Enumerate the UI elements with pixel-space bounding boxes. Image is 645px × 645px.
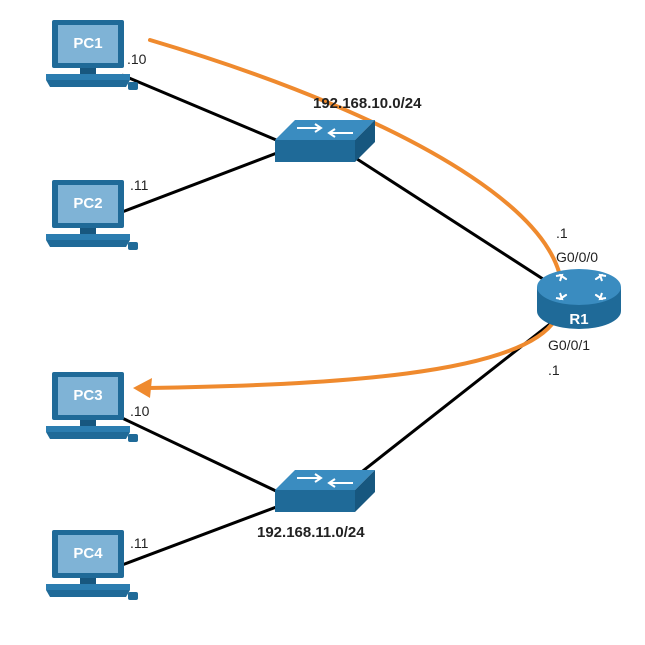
pc-name: PC1 [73,35,102,52]
link-switch1-r1 [339,146,561,292]
pc4-ip: .11 [130,535,149,551]
pc2[interactable]: PC2 [46,180,138,250]
desktop-computer-icon [46,372,138,442]
pc3-ip: .10 [130,403,150,419]
pc2-ip: .11 [130,177,149,193]
router-icon [537,269,621,329]
pc1[interactable]: PC1 [46,20,138,90]
r1-ip-bottom: .1 [548,362,560,378]
network-links [121,73,561,567]
link-pc3-switch2 [121,416,296,502]
pc1-ip: .10 [127,51,147,67]
pc3[interactable]: PC3 [46,372,138,442]
desktop-computer-icon [46,20,138,90]
switch-bottom[interactable] [274,469,376,513]
pc-name: PC4 [73,545,103,562]
pc-name: PC3 [73,387,102,404]
r1-if-bottom: G0/0/1 [548,337,590,353]
switch-icon [274,469,376,513]
router-name: R1 [569,311,588,328]
switch-top[interactable] [274,119,376,163]
traffic-flow-arrow [133,38,564,398]
pc4[interactable]: PC4 [46,530,138,600]
desktop-computer-icon [46,180,138,250]
switch-icon [274,119,376,163]
network-label-bottom: 192.168.11.0/24 [257,524,365,541]
router-r1[interactable]: R1 [537,269,621,329]
r1-ip-top: .1 [556,225,568,241]
link-pc1-switch1 [121,73,301,152]
r1-if-top: G0/0/0 [556,249,598,265]
network-label-top: 192.168.10.0/24 [313,95,422,112]
link-pc2-switch1 [121,146,291,214]
pc-name: PC2 [73,195,102,212]
link-pc4-switch2 [121,498,296,567]
